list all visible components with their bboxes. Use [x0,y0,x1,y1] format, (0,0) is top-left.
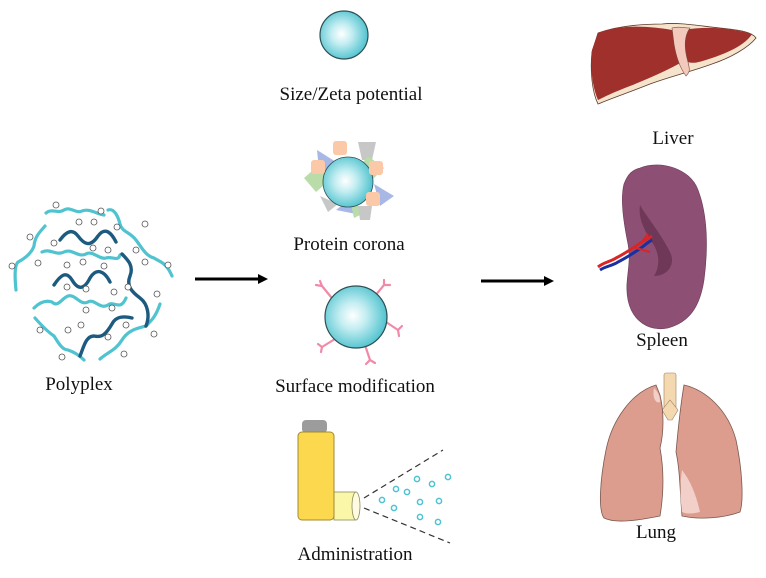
organ-label-liver: Liver [652,128,694,149]
surface-modified-nanoparticle-icon [314,278,404,366]
liver-icon [590,23,757,105]
organ-label-lung: Lung [635,522,677,543]
factor-label-surface-modification: Surface modification [275,376,435,397]
spleen-icon [597,164,707,330]
lung-icon [599,372,743,522]
spray-icon [363,449,452,544]
nanoparticle-icon [319,10,369,60]
polyplex-label: Polyplex [45,374,113,395]
factor-label-administration: Administration [297,544,413,565]
polyplex-icon [8,201,174,362]
protein-corona-icon [304,141,394,220]
factor-label-protein-corona: Protein corona [293,234,405,255]
inhaler-icon [297,420,361,521]
factor-label-size-zeta: Size/Zeta potential [279,84,423,105]
organ-label-spleen: Spleen [636,330,688,351]
